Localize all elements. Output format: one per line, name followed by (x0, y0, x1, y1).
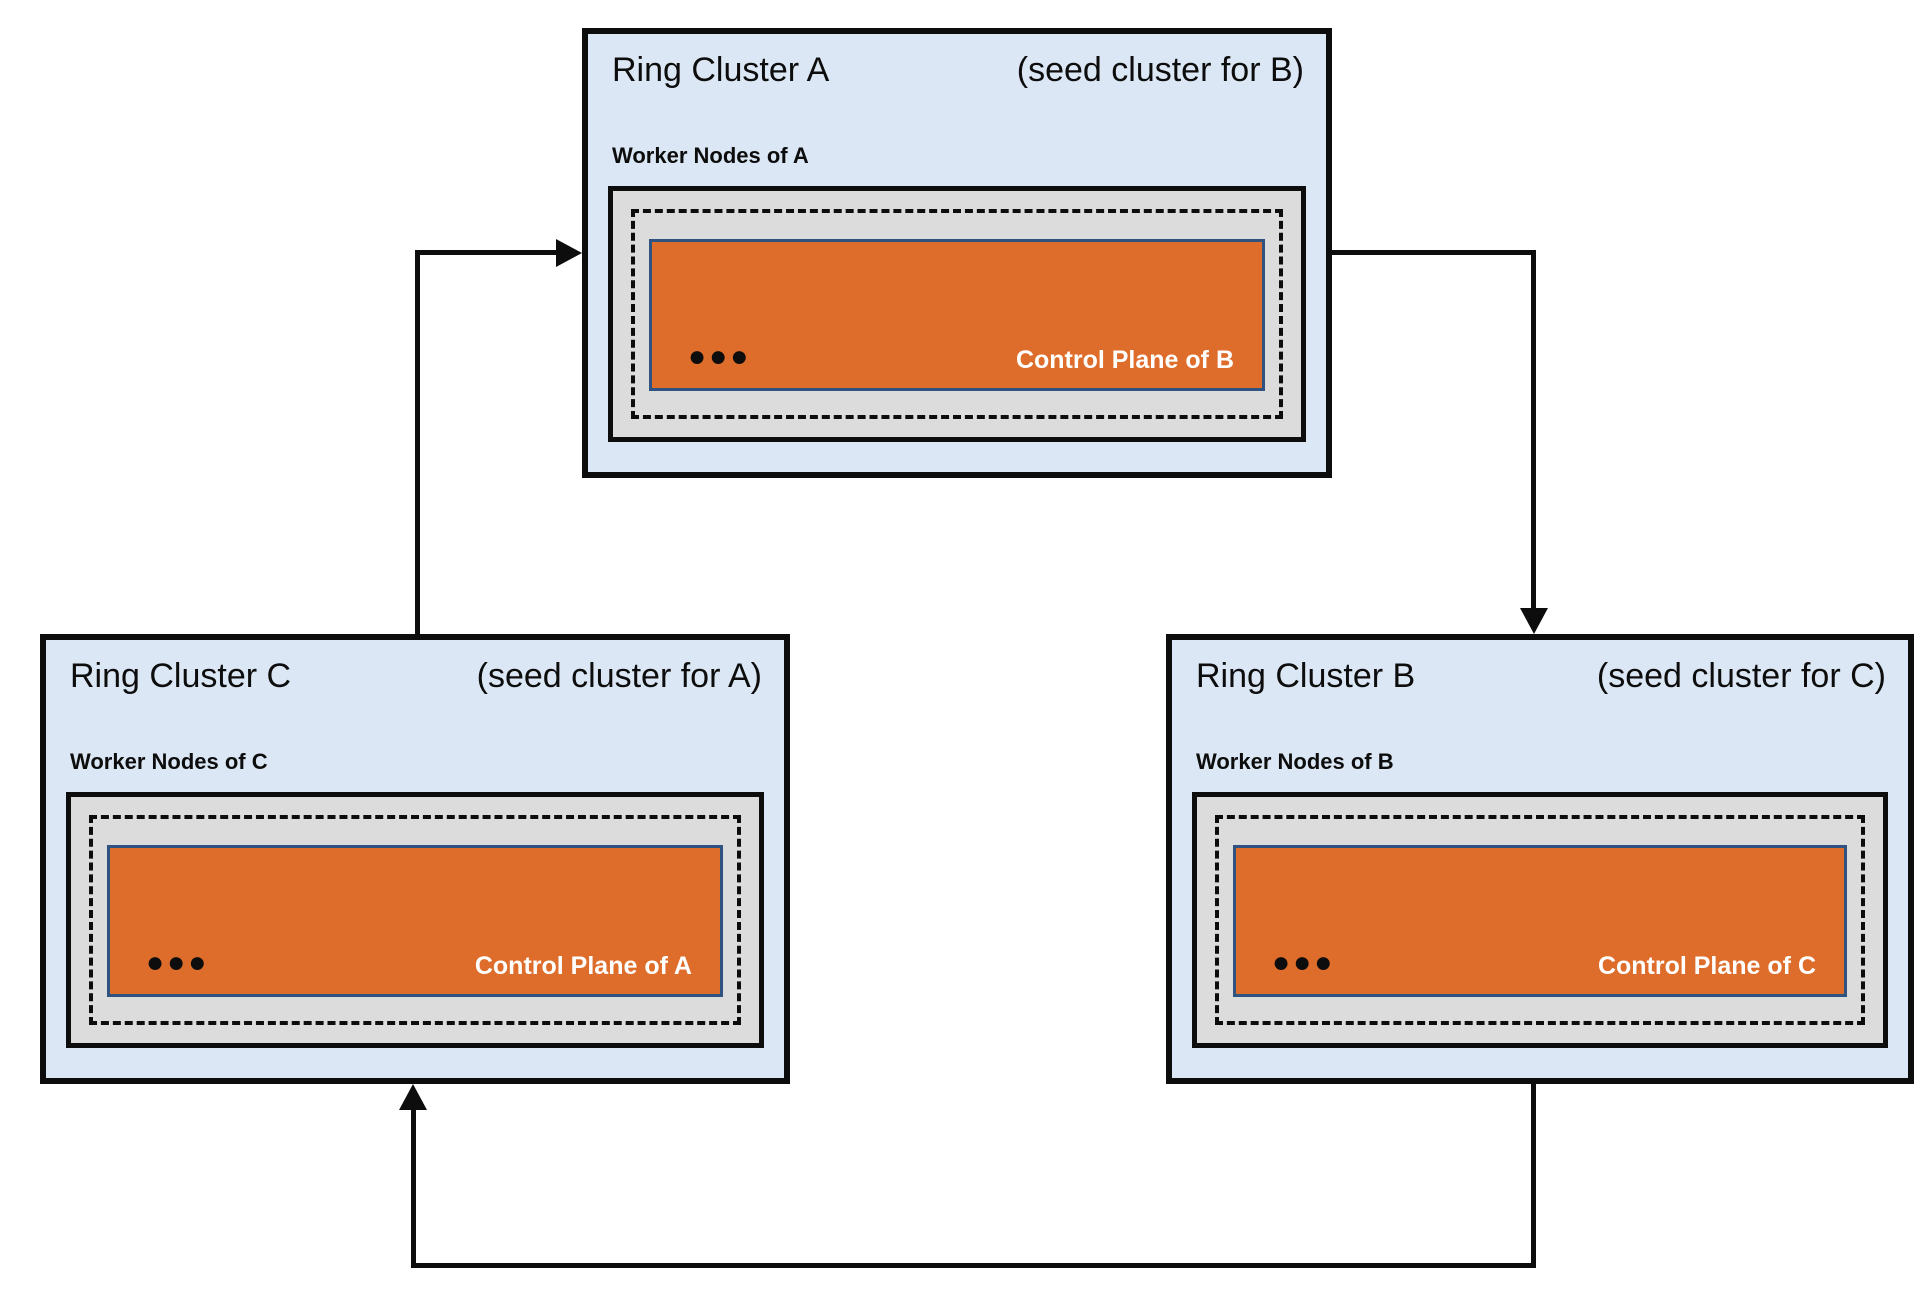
arrow-a-to-b-horizontal-segment (1331, 250, 1533, 255)
cluster-b-seed-note: (seed cluster for C) (1596, 657, 1886, 695)
ellipsis-dots: ●●● (688, 340, 752, 373)
arrow-c-to-a-arrowhead-icon (556, 239, 582, 267)
arrow-c-to-a-vertical-segment (415, 250, 420, 634)
cluster-c-title-row: Ring Cluster C (seed cluster for A) (70, 654, 762, 698)
cluster-b-worker-label: Worker Nodes of B (1196, 749, 1394, 774)
cluster-a-worker-label: Worker Nodes of A (612, 143, 809, 168)
cluster-c-control-plane-box: ●●● Control Plane of A (107, 845, 723, 997)
cluster-c-control-plane-label: Control Plane of A (474, 952, 692, 980)
ellipsis-dots: ●●● (146, 946, 210, 979)
arrow-b-to-c-down-segment (1531, 1084, 1536, 1268)
cluster-b-title: Ring Cluster B (1196, 657, 1416, 695)
arrow-a-to-b-vertical-segment (1531, 250, 1536, 610)
cluster-c-node-dashed-outline: ●●● Control Plane of A (89, 815, 741, 1025)
cluster-a-node-dashed-outline: ●●● Control Plane of B (631, 209, 1283, 419)
ellipsis-dots: ●●● (1272, 946, 1336, 979)
cluster-b-title-row: Ring Cluster B (seed cluster for C) (1196, 654, 1886, 698)
arrow-b-to-c-horizontal-segment (413, 1263, 1536, 1268)
cluster-box-a: Ring Cluster A (seed cluster for B) Work… (582, 28, 1332, 478)
cluster-a-title-row: Ring Cluster A (seed cluster for B) (612, 48, 1304, 92)
cluster-box-c: Ring Cluster C (seed cluster for A) Work… (40, 634, 790, 1084)
cluster-a-control-plane-box: ●●● Control Plane of B (649, 239, 1265, 391)
cluster-b-node-dashed-outline: ●●● Control Plane of C (1215, 815, 1865, 1025)
cluster-a-worker-nodes-panel: ●●● Control Plane of B (608, 186, 1306, 442)
cluster-box-b: Ring Cluster B (seed cluster for C) Work… (1166, 634, 1914, 1084)
arrow-b-to-c-arrowhead-icon (399, 1084, 427, 1110)
arrow-b-to-c-up-segment (411, 1106, 416, 1268)
cluster-c-seed-note: (seed cluster for A) (476, 657, 762, 695)
cluster-a-title: Ring Cluster A (612, 51, 830, 89)
cluster-b-control-plane-box: ●●● Control Plane of C (1233, 845, 1847, 997)
cluster-c-worker-nodes-panel: ●●● Control Plane of A (66, 792, 764, 1048)
cluster-c-worker-label: Worker Nodes of C (70, 749, 268, 774)
cluster-b-control-plane-label: Control Plane of C (1597, 952, 1816, 980)
arrow-a-to-b-arrowhead-icon (1520, 608, 1548, 634)
cluster-c-title: Ring Cluster C (70, 657, 292, 695)
arrow-c-to-a-horizontal-segment (415, 250, 560, 255)
cluster-b-worker-nodes-panel: ●●● Control Plane of C (1192, 792, 1888, 1048)
cluster-a-seed-note: (seed cluster for B) (1016, 51, 1304, 89)
cluster-a-control-plane-label: Control Plane of B (1015, 346, 1234, 374)
